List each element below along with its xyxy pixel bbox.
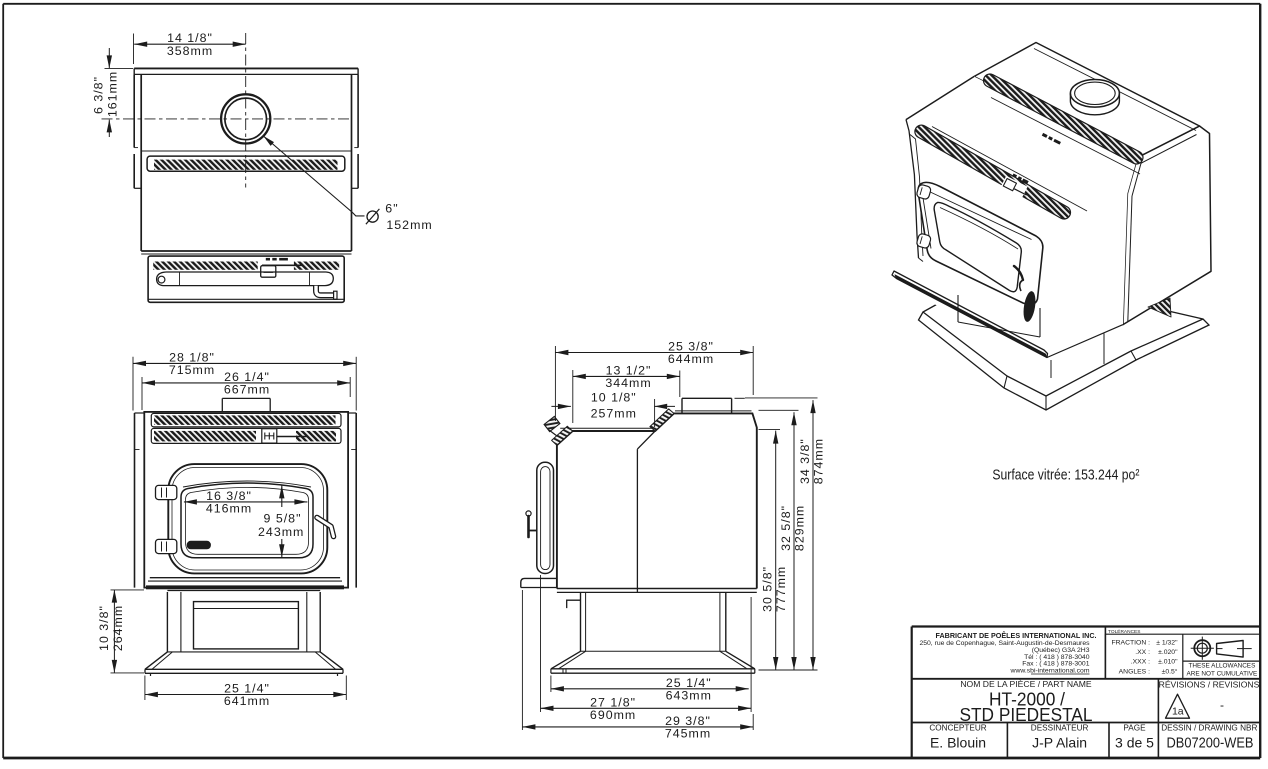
svg-text:29 3/8": 29 3/8" (665, 714, 711, 728)
svg-text:27 1/8": 27 1/8" (590, 695, 636, 709)
svg-text:ANGLES :: ANGLES : (1119, 668, 1150, 675)
svg-text:FRACTION :: FRACTION : (1111, 640, 1150, 647)
svg-text:(Québec) G3A 2H3: (Québec) G3A 2H3 (1032, 647, 1090, 654)
svg-text:10 1/8": 10 1/8" (591, 391, 637, 405)
svg-text:-: - (1220, 698, 1224, 712)
svg-text:30 5/8": 30 5/8" (761, 566, 775, 612)
svg-text:644mm: 644mm (668, 352, 714, 366)
svg-text:DESSINATEUR: DESSINATEUR (1031, 724, 1089, 733)
svg-text:RÉVISIONS / REVISIONS: RÉVISIONS / REVISIONS (1159, 680, 1260, 690)
svg-text:6 3/8": 6 3/8" (92, 76, 106, 114)
svg-text:358mm: 358mm (167, 44, 213, 58)
svg-text:±0.5°: ±0.5° (1162, 667, 1178, 675)
svg-text:25 1/4": 25 1/4" (224, 682, 270, 696)
svg-text:777mm: 777mm (774, 566, 788, 612)
svg-text:± 1/32": ± 1/32" (1156, 640, 1178, 647)
svg-text:PAGE: PAGE (1123, 724, 1146, 733)
svg-text:www.sbi-international.com: www.sbi-international.com (1010, 668, 1090, 675)
svg-text:.XX :: .XX : (1135, 649, 1150, 656)
svg-text:250, rue de Copenhague, Saint-: 250, rue de Copenhague, Saint-Augustin-d… (919, 640, 1090, 647)
svg-text:TOLÉRANCES: TOLÉRANCES (1108, 628, 1140, 635)
svg-text:690mm: 690mm (590, 708, 636, 722)
svg-text:32 5/8": 32 5/8" (779, 505, 793, 551)
svg-text:NOM DE LA PIÈCE / PART NAME: NOM DE LA PIÈCE / PART NAME (960, 679, 1092, 689)
svg-text:3 de 5: 3 de 5 (1115, 735, 1154, 751)
svg-text:6": 6" (385, 201, 398, 215)
svg-text:DB07200-WEB: DB07200-WEB (1167, 736, 1254, 752)
svg-text:28 1/8": 28 1/8" (169, 350, 215, 364)
svg-text:344mm: 344mm (605, 376, 651, 390)
svg-text:STD PIEDESTAL: STD PIEDESTAL (960, 704, 1093, 725)
svg-text:CONCEPTEUR: CONCEPTEUR (929, 724, 986, 733)
svg-text:±.020": ±.020" (1158, 649, 1178, 656)
svg-text:Surface vitrée: 153.244 po²: Surface vitrée: 153.244 po² (992, 467, 1139, 484)
svg-text:J-P Alain: J-P Alain (1032, 735, 1087, 751)
svg-text:Fax : ( 418 ) 878-3001: Fax : ( 418 ) 878-3001 (1022, 661, 1089, 668)
svg-text:641mm: 641mm (224, 694, 270, 708)
svg-text:9 5/8": 9 5/8" (264, 512, 302, 526)
svg-text:26 1/4": 26 1/4" (224, 370, 270, 384)
svg-text:HT-2000 /: HT-2000 / (989, 689, 1066, 710)
svg-text:±.010": ±.010" (1158, 659, 1178, 666)
svg-text:25 3/8": 25 3/8" (668, 340, 714, 354)
svg-text:152mm: 152mm (386, 218, 432, 232)
svg-text:161mm: 161mm (106, 71, 120, 117)
svg-text:257mm: 257mm (591, 407, 637, 421)
svg-text:34 3/8": 34 3/8" (798, 438, 812, 484)
svg-text:745mm: 745mm (665, 727, 711, 741)
svg-text:667mm: 667mm (224, 383, 270, 397)
svg-text:264mm: 264mm (111, 605, 125, 651)
svg-text:Tél : ( 418 ) 878-3040: Tél : ( 418 ) 878-3040 (1024, 654, 1090, 661)
svg-text:25 1/4": 25 1/4" (666, 676, 712, 690)
svg-text:829mm: 829mm (793, 505, 807, 551)
svg-text:416mm: 416mm (206, 502, 252, 516)
svg-text:ARE NOT CUMULATIVE: ARE NOT CUMULATIVE (1187, 670, 1258, 677)
svg-text:16 3/8": 16 3/8" (206, 489, 252, 503)
svg-text:13 1/2": 13 1/2" (606, 363, 652, 377)
svg-text:10 3/8": 10 3/8" (97, 605, 111, 651)
svg-text:E. Blouin: E. Blouin (930, 735, 986, 751)
svg-text:14 1/8": 14 1/8" (167, 31, 213, 45)
svg-text:643mm: 643mm (666, 688, 712, 702)
svg-text:FABRICANT DE POÊLES INTERNATIO: FABRICANT DE POÊLES INTERNATIONAL INC. (935, 631, 1096, 640)
svg-text:874mm: 874mm (812, 438, 826, 484)
svg-text:1a: 1a (1172, 706, 1184, 718)
svg-text:.XXX :: .XXX : (1131, 659, 1150, 666)
svg-text:DESSIN / DRAWING NBR: DESSIN / DRAWING NBR (1161, 724, 1257, 733)
svg-text:243mm: 243mm (258, 525, 304, 539)
svg-text:715mm: 715mm (169, 363, 215, 377)
svg-text:THESE ALLOWANCES: THESE ALLOWANCES (1188, 662, 1255, 669)
